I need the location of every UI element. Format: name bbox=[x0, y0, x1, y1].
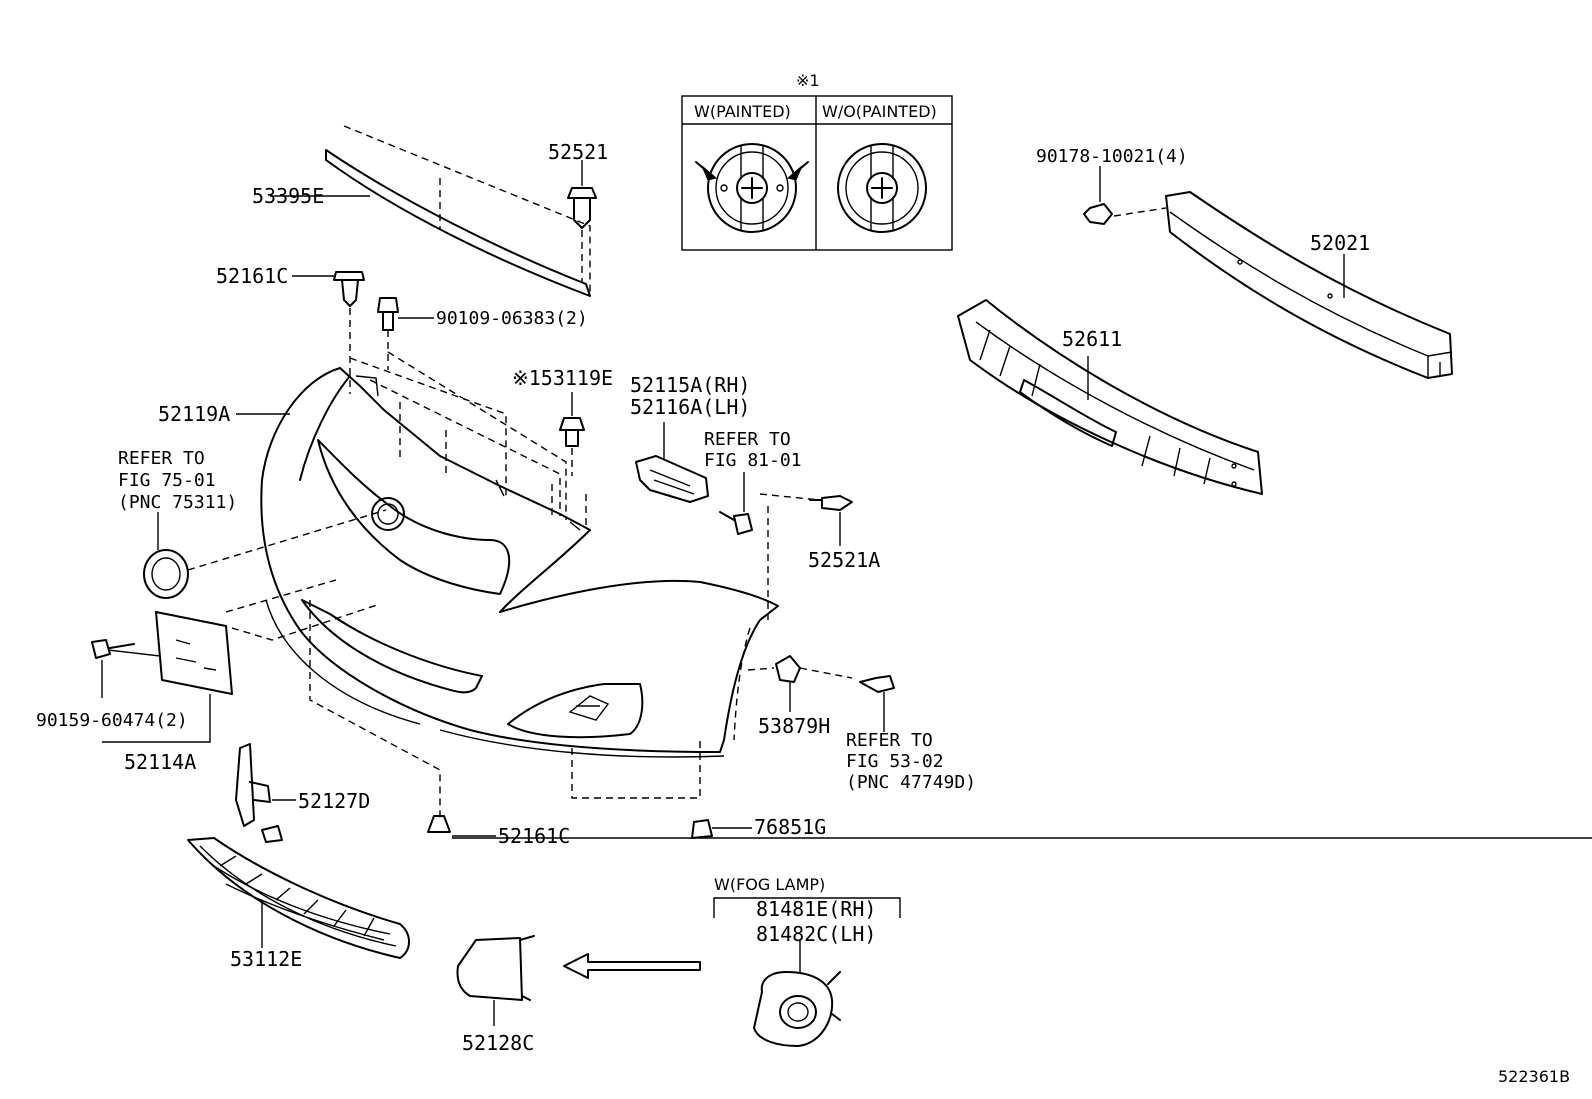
ref75-line2: FIG 75-01 bbox=[118, 470, 216, 491]
label-52611: 52611 bbox=[1062, 327, 1122, 351]
label-52115A: 52115A(RH) bbox=[630, 373, 750, 397]
ref75-line3: (PNC 75311) bbox=[118, 492, 237, 513]
label-52119A: 52119A bbox=[158, 402, 230, 426]
part-52521A-clip bbox=[759, 493, 853, 620]
label-53395E: 53395E bbox=[252, 184, 324, 208]
part-52161C-clip-bottom bbox=[427, 815, 496, 837]
unpainted-clip-icon bbox=[837, 143, 927, 233]
part-53112E-lower-grille bbox=[187, 837, 410, 959]
label-52116A: 52116A(LH) bbox=[630, 395, 750, 419]
label-90159: 90159-60474(2) bbox=[36, 710, 188, 731]
part-53395E-moulding bbox=[270, 125, 591, 297]
figure-code: 522361B bbox=[1498, 1067, 1570, 1086]
part-52021-reinforcement bbox=[1165, 191, 1453, 379]
label-52021: 52021 bbox=[1310, 231, 1370, 255]
label-53112E: 53112E bbox=[230, 947, 302, 971]
label-53119E: ※153119E bbox=[512, 366, 613, 390]
part-52114A-license-bracket bbox=[102, 579, 381, 743]
label-52521: 52521 bbox=[548, 140, 608, 164]
part-52611-absorber bbox=[957, 299, 1263, 495]
fog-group-title: W(FOG LAMP) bbox=[714, 875, 825, 894]
part-90159-screw bbox=[91, 639, 135, 698]
part-53879H-bracket bbox=[747, 655, 853, 712]
label-81482C: 81482C(LH) bbox=[756, 922, 876, 946]
label-53879H: 53879H bbox=[758, 714, 830, 738]
label-90109: 90109-06383(2) bbox=[436, 308, 588, 329]
label-52161C-top: 52161C bbox=[216, 264, 288, 288]
ref81-line1: REFER TO bbox=[704, 429, 791, 450]
part-52115A-bracket bbox=[635, 422, 709, 503]
part-90109-screw bbox=[377, 297, 434, 370]
ref53-line1: REFER TO bbox=[846, 730, 933, 751]
label-52161C-bottom: 52161C bbox=[498, 824, 570, 848]
part-76851G-clip bbox=[691, 819, 752, 839]
label-52127D: 52127D bbox=[298, 789, 370, 813]
fog-lamp-screw bbox=[859, 675, 895, 732]
label-52114A: 52114A bbox=[124, 750, 196, 774]
inset-col-unpainted: W/O(PAINTED) bbox=[822, 102, 937, 121]
ref53-line3: (PNC 47749D) bbox=[846, 772, 976, 793]
ref75-line1: REFER TO bbox=[118, 448, 205, 469]
label-76851G: 76851G bbox=[754, 815, 826, 839]
mounting-guides-top bbox=[349, 351, 587, 530]
inset-mark: ※1 bbox=[796, 71, 820, 90]
part-53119E-clip bbox=[559, 392, 585, 476]
emblem-part bbox=[143, 509, 387, 599]
part-52127D-bracket bbox=[235, 743, 296, 843]
label-90178: 90178-10021(4) bbox=[1036, 146, 1188, 167]
bracket-bolt bbox=[719, 472, 753, 535]
label-81481E: 81481E(RH) bbox=[756, 897, 876, 921]
fastener-variant-inset: ※1 W(PAINTED) W/O(PAINTED) bbox=[681, 71, 953, 251]
part-90178-nut bbox=[1083, 166, 1167, 225]
part-52161C-clip-top bbox=[292, 271, 365, 394]
part-52119A-bumper-cover bbox=[236, 367, 779, 758]
part-52521-clip bbox=[567, 160, 597, 282]
ref53-line2: FIG 53-02 bbox=[846, 751, 944, 772]
mounting-guides-bottom bbox=[309, 600, 701, 820]
label-52521A: 52521A bbox=[808, 548, 880, 572]
inset-col-painted: W(PAINTED) bbox=[694, 102, 791, 121]
painted-clip-icon bbox=[695, 143, 809, 233]
fog-lamp-group: W(FOG LAMP) bbox=[713, 875, 901, 1047]
ref81-line2: FIG 81-01 bbox=[704, 450, 802, 471]
replacement-arrow bbox=[563, 953, 701, 979]
label-52128C: 52128C bbox=[462, 1031, 534, 1055]
part-52128C-fog-cover bbox=[456, 935, 535, 1026]
